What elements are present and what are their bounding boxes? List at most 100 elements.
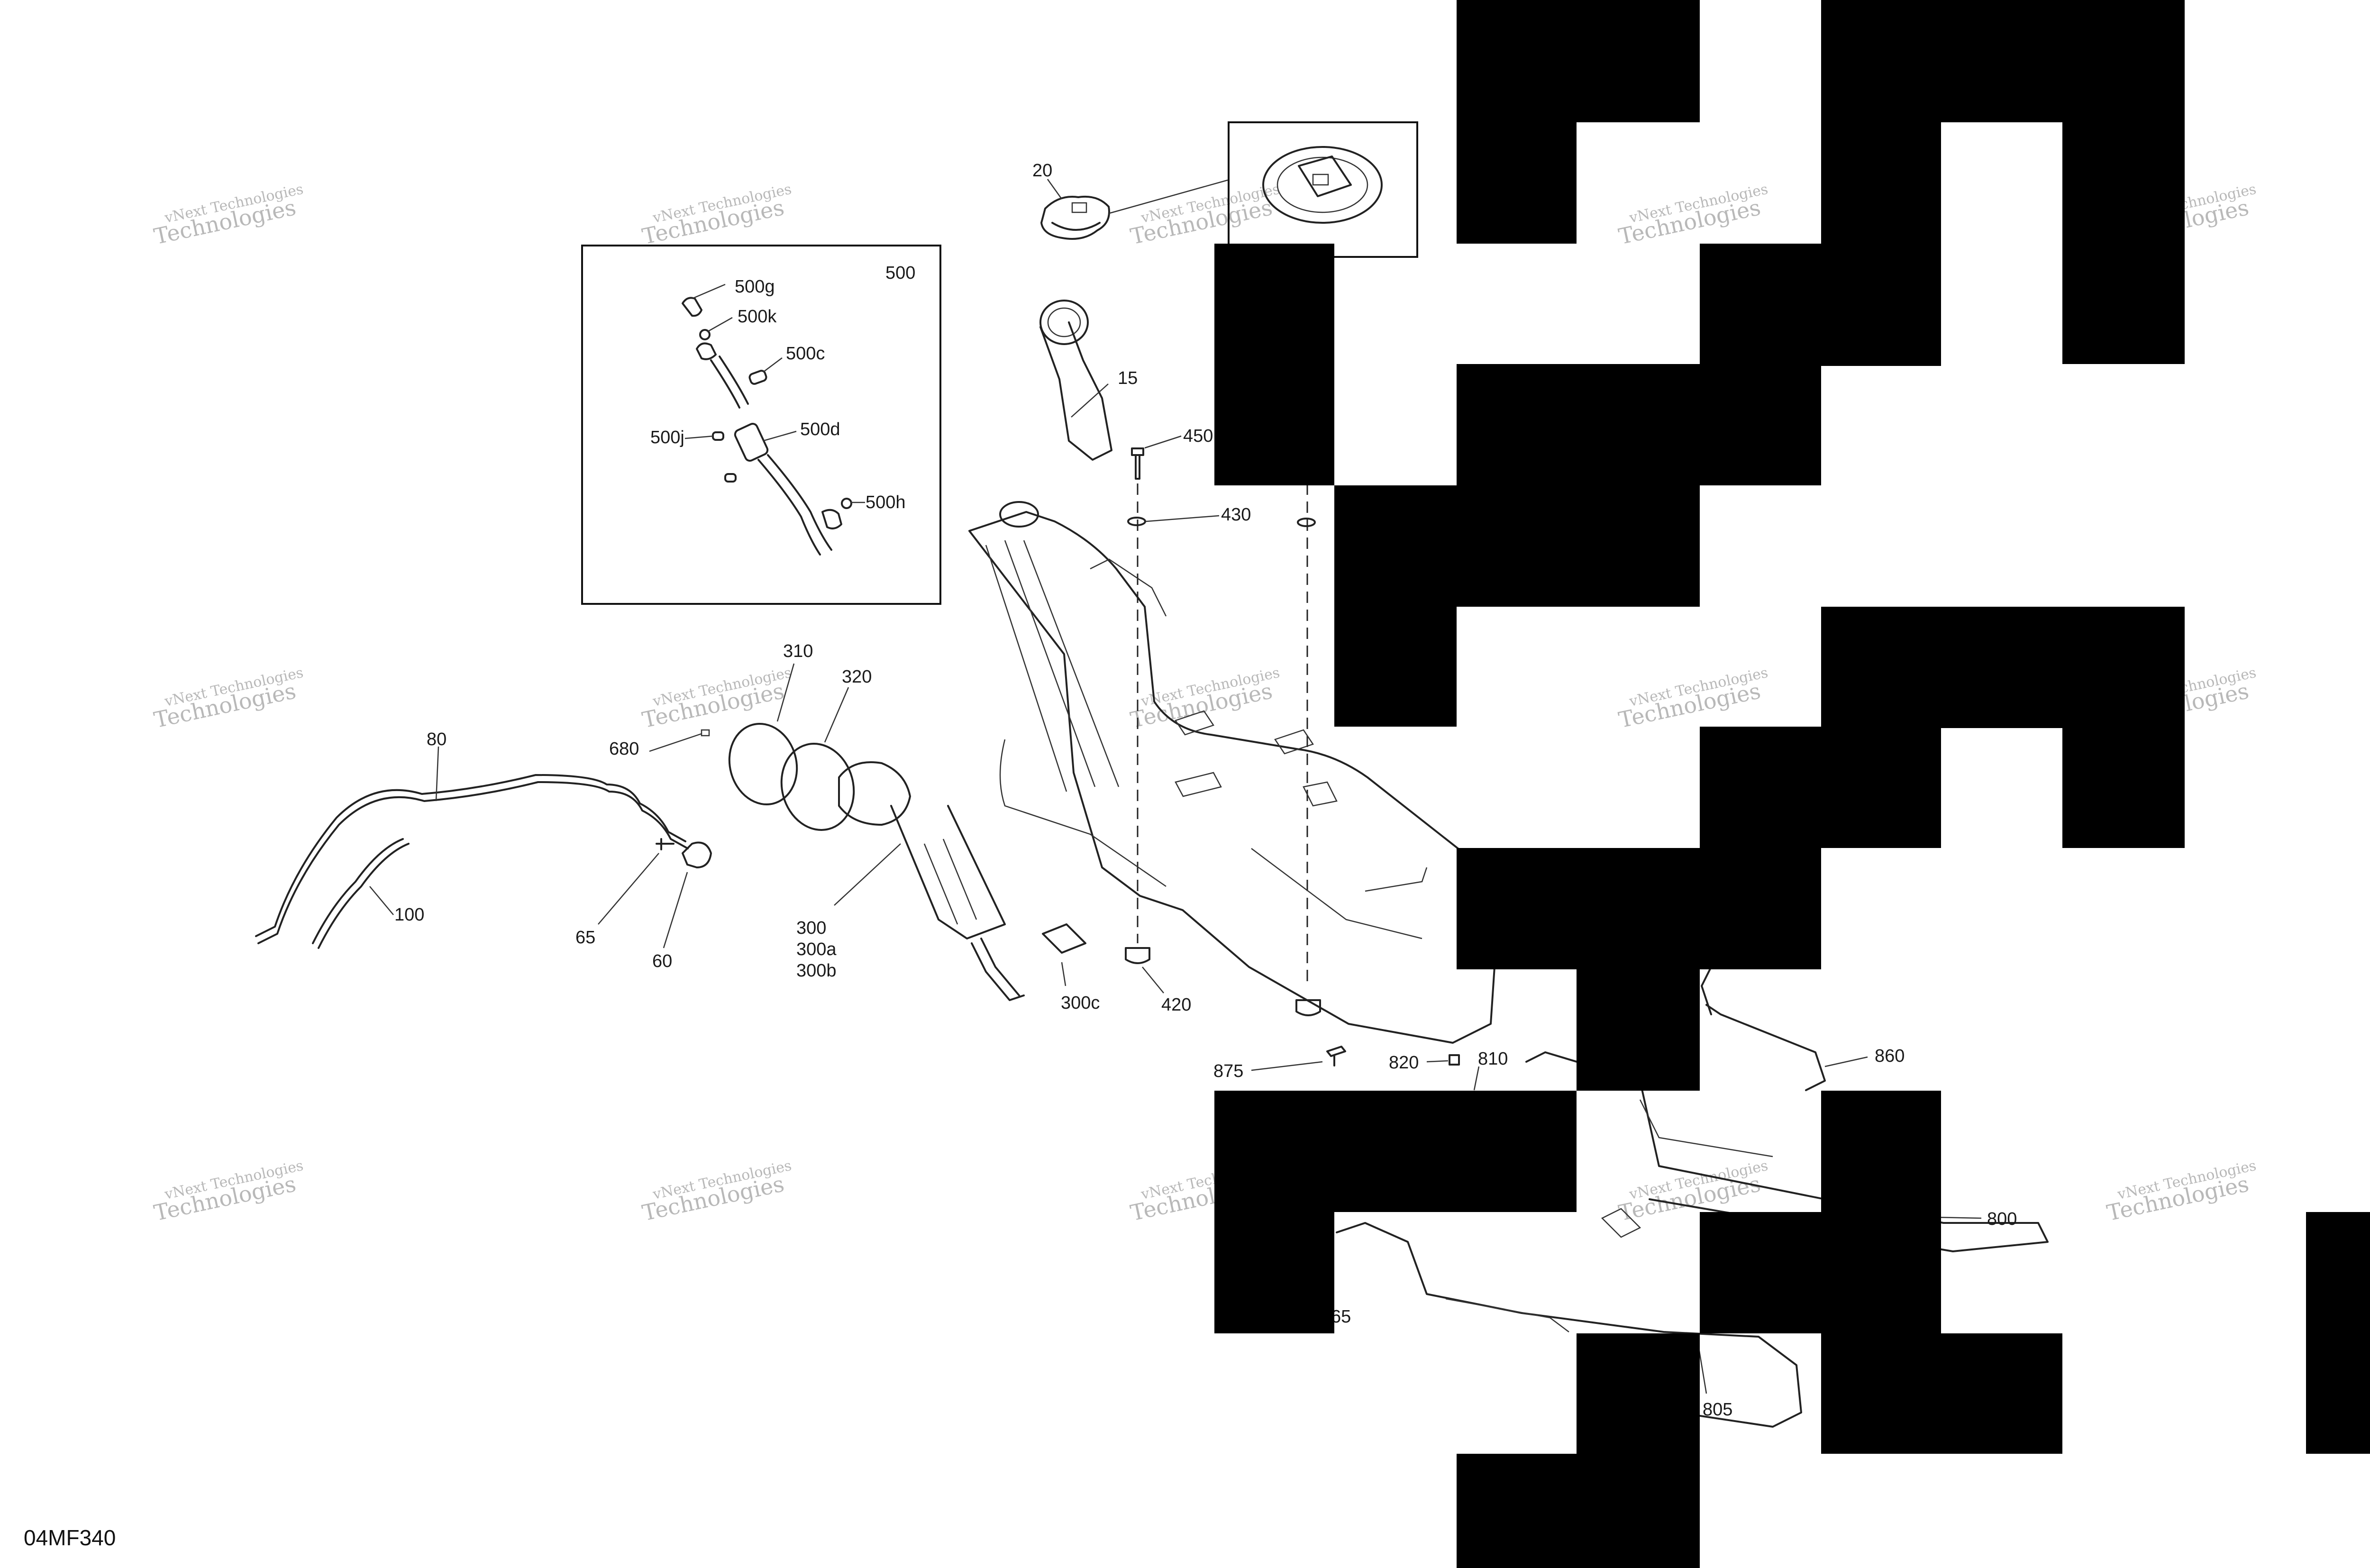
leader-820 bbox=[1426, 1060, 1449, 1063]
tank-mount-tab bbox=[1303, 781, 1338, 807]
tank-lower-seam bbox=[999, 739, 1167, 887]
callout-500h: 500h bbox=[866, 492, 906, 512]
clip-680 bbox=[701, 729, 710, 737]
leader-80 bbox=[435, 746, 439, 802]
callout-820: 820 bbox=[1389, 1053, 1419, 1073]
pump-pickup-tube bbox=[971, 938, 1025, 1001]
callout-100: 100 bbox=[394, 905, 424, 925]
vent-hose-assembly bbox=[682, 297, 852, 556]
fuel-cap-emblem bbox=[1071, 202, 1087, 213]
tank-channel bbox=[985, 540, 1120, 792]
redaction-block bbox=[1821, 0, 2185, 122]
callout-860: 860 bbox=[1875, 1046, 1905, 1066]
callout-875: 875 bbox=[1213, 1061, 1243, 1081]
leader-680 bbox=[649, 733, 702, 752]
tank-rear-seam bbox=[1365, 867, 1428, 892]
filler-neck-15: 15 bbox=[1039, 300, 1138, 461]
watermark: vNext Technologies Technologies bbox=[152, 1158, 305, 1226]
callout-300: 300 bbox=[796, 918, 826, 938]
callout-300c: 300c bbox=[1061, 993, 1100, 1013]
leader-cap-detail bbox=[1109, 179, 1228, 214]
redaction-block bbox=[1457, 1454, 1700, 1568]
pump-body bbox=[890, 805, 1006, 939]
washer-430-b bbox=[1297, 518, 1316, 527]
callout-500: 500 bbox=[885, 263, 915, 283]
cap-handle bbox=[1298, 155, 1352, 197]
hose-end-fitting bbox=[821, 509, 842, 529]
check-valve-500d bbox=[734, 423, 769, 462]
redaction-block bbox=[2062, 122, 2185, 364]
leader-500k bbox=[707, 317, 733, 333]
clip-500h bbox=[841, 498, 852, 509]
callout-60: 60 bbox=[652, 951, 672, 971]
hose-upper bbox=[710, 356, 749, 409]
leader-320 bbox=[824, 687, 849, 743]
callout-20: 20 bbox=[1032, 161, 1052, 181]
watermark: vNext Technologies Technologies bbox=[1616, 665, 1769, 733]
cap-inner-ring bbox=[1276, 156, 1368, 213]
fuel-cap bbox=[1040, 195, 1110, 240]
seal-320 bbox=[780, 743, 855, 831]
callout-500k: 500k bbox=[738, 307, 777, 327]
watermark: vNext Technologies Technologies bbox=[2105, 1158, 2258, 1226]
clamp-500k bbox=[699, 329, 711, 340]
connector-60 bbox=[682, 841, 712, 868]
leader-500c bbox=[763, 357, 783, 373]
fuel-lines: 80 100 60 65 bbox=[255, 729, 712, 971]
leader-430 bbox=[1146, 515, 1220, 522]
watermark: vNext Technologies Technologies bbox=[1128, 181, 1281, 249]
callout-310: 310 bbox=[783, 641, 813, 661]
callout-810: 810 bbox=[1478, 1049, 1508, 1069]
watermark: vNext Technologies Technologies bbox=[1616, 181, 1769, 249]
leader-450 bbox=[1144, 435, 1182, 449]
pump-flange bbox=[838, 761, 911, 826]
redaction-block bbox=[1457, 848, 1821, 969]
callout-420: 420 bbox=[1161, 995, 1191, 1015]
redaction-block bbox=[1821, 1333, 2062, 1454]
elbow-fitting-500g bbox=[682, 297, 702, 317]
redaction-block bbox=[1457, 364, 1821, 485]
nut-820 bbox=[1449, 1054, 1460, 1066]
callout-300a: 300a bbox=[796, 939, 837, 959]
clamp-500j bbox=[712, 431, 724, 441]
leader-860 bbox=[1824, 1056, 1868, 1067]
fuel-line-100 bbox=[312, 838, 410, 949]
redaction-block bbox=[1700, 244, 1821, 366]
callout-450: 450 bbox=[1183, 426, 1213, 446]
redaction-block bbox=[2062, 727, 2185, 848]
leader-65 bbox=[598, 853, 659, 925]
redaction-block bbox=[1457, 0, 1700, 122]
screw-875 bbox=[1326, 1046, 1346, 1067]
redaction-block bbox=[1700, 727, 1941, 848]
cap-logo bbox=[1312, 173, 1329, 186]
pump-body-ribs bbox=[923, 839, 977, 925]
callout-500c: 500c bbox=[786, 344, 825, 364]
redaction-block bbox=[1577, 1333, 1700, 1454]
redaction-block bbox=[1577, 969, 1700, 1091]
leader-500j bbox=[684, 435, 714, 439]
tank-label-2 bbox=[1274, 729, 1314, 755]
watermark: vNext Technologies Technologies bbox=[1128, 665, 1281, 733]
tank-support: 875 820 810 860 800 805 65 bbox=[1213, 966, 2049, 1428]
leader-310 bbox=[776, 663, 795, 722]
leader-420 bbox=[1142, 966, 1164, 994]
callout-300b: 300b bbox=[796, 961, 837, 981]
seal-310 bbox=[728, 722, 798, 806]
filler-neck-mouth bbox=[1039, 300, 1089, 345]
redaction-block bbox=[1457, 122, 1577, 244]
base-plate-805 bbox=[1336, 1222, 1802, 1428]
clamp-500j-lower bbox=[724, 473, 737, 483]
grommet-420-b bbox=[1295, 999, 1321, 1016]
callout-65: 65 bbox=[575, 928, 595, 948]
callout-500j: 500j bbox=[650, 428, 684, 447]
cap-top-view bbox=[1262, 146, 1383, 224]
redaction-block bbox=[1214, 244, 1334, 485]
callout-800: 800 bbox=[1987, 1209, 2017, 1229]
leader-810 bbox=[1473, 1066, 1480, 1091]
callout-80: 80 bbox=[427, 729, 447, 749]
hose-lower bbox=[757, 454, 832, 556]
callout-15: 15 bbox=[1118, 368, 1138, 388]
leader-500d bbox=[763, 430, 797, 442]
redaction-block bbox=[1334, 607, 1457, 727]
